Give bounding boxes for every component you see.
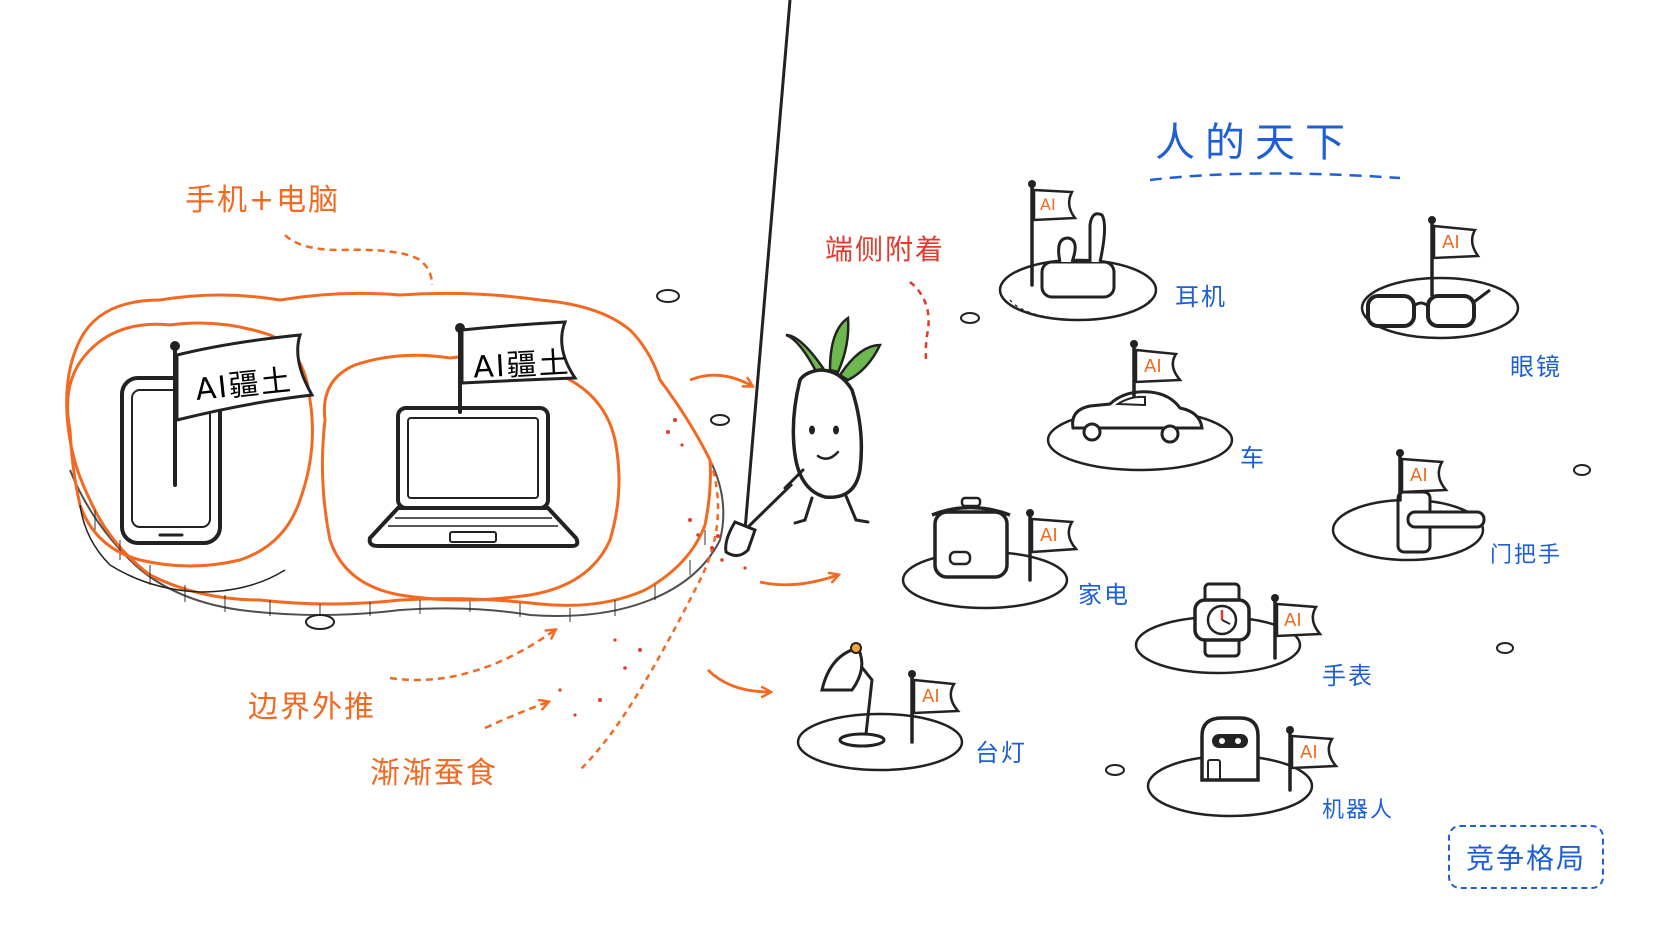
phone-territory-flag — [170, 333, 315, 487]
watch-icon — [1193, 582, 1251, 658]
watch-flag-label: AI — [1284, 610, 1302, 631]
door-handle-ai-flag — [1396, 449, 1449, 502]
arrow-upper — [689, 373, 752, 386]
glasses-flag-label: AI — [1442, 232, 1460, 253]
phone-pc-label: 手机+电脑 — [185, 183, 341, 218]
arrow-middle — [759, 575, 838, 587]
laptop-island — [320, 353, 621, 602]
edge-attach-leader — [909, 281, 930, 361]
glasses-island — [1360, 276, 1520, 340]
car-label: 车 — [1240, 444, 1266, 472]
earphones-label: 耳机 — [1175, 283, 1227, 311]
phone-island — [66, 321, 314, 593]
appliance-flag-label: AI — [1040, 525, 1058, 546]
car-ai-flag — [1130, 340, 1183, 398]
appliance-ai-flag — [1026, 509, 1079, 582]
earphones-ai-flag — [1028, 180, 1078, 287]
laptop-icon — [367, 406, 580, 548]
radish-character-icon — [710, 0, 882, 570]
robot-icon — [1200, 716, 1260, 782]
laptop-territory-flag — [455, 320, 578, 414]
door-handle-flag-label: AI — [1410, 465, 1428, 486]
door-handle-label: 门把手 — [1490, 543, 1563, 568]
competition-landscape-box: 竞争格局 — [1448, 825, 1605, 889]
robot-flag-label: AI — [1300, 742, 1318, 763]
arrow-push-border — [389, 630, 555, 682]
desk-lamp-icon — [820, 642, 886, 748]
watch-ai-flag — [1271, 594, 1323, 660]
earphones-icon — [1040, 212, 1116, 299]
ai-territory-region — [65, 291, 725, 771]
car-flag-label: AI — [1144, 356, 1162, 377]
pebbles — [305, 289, 1591, 776]
robot-label: 机器人 — [1322, 798, 1395, 823]
lamp-flag-label: AI — [922, 686, 940, 707]
earphones-flag-label: AI — [1040, 195, 1056, 214]
rice-cooker-icon — [931, 496, 1011, 579]
title-underline — [1149, 172, 1401, 182]
car-icon — [1071, 390, 1204, 444]
arrow-erode — [484, 702, 548, 730]
glasses-ai-flag — [1428, 216, 1481, 297]
robot-ai-flag — [1286, 726, 1339, 792]
phone-pc-leader — [284, 234, 434, 286]
earphones-island — [998, 258, 1158, 322]
appliance-label: 家电 — [1078, 581, 1130, 609]
arrow-lower — [707, 669, 770, 692]
push-border-label: 边界外推 — [248, 690, 376, 725]
door-handle-icon — [1396, 490, 1486, 554]
lamp-island — [796, 712, 964, 772]
edge-attach-label: 端侧附着 — [825, 233, 946, 266]
glasses-label: 眼镜 — [1510, 353, 1562, 381]
erode-label: 渐渐蚕食 — [370, 756, 498, 791]
glasses-icon — [1366, 288, 1491, 328]
laptop-flag-label: AI疆土 — [472, 345, 572, 386]
human-world-title: 人的天下 — [1155, 120, 1355, 166]
watch-label: 手表 — [1322, 662, 1374, 690]
lamp-label: 台灯 — [975, 739, 1027, 767]
lamp-ai-flag — [908, 670, 961, 744]
phone-icon — [120, 376, 222, 545]
